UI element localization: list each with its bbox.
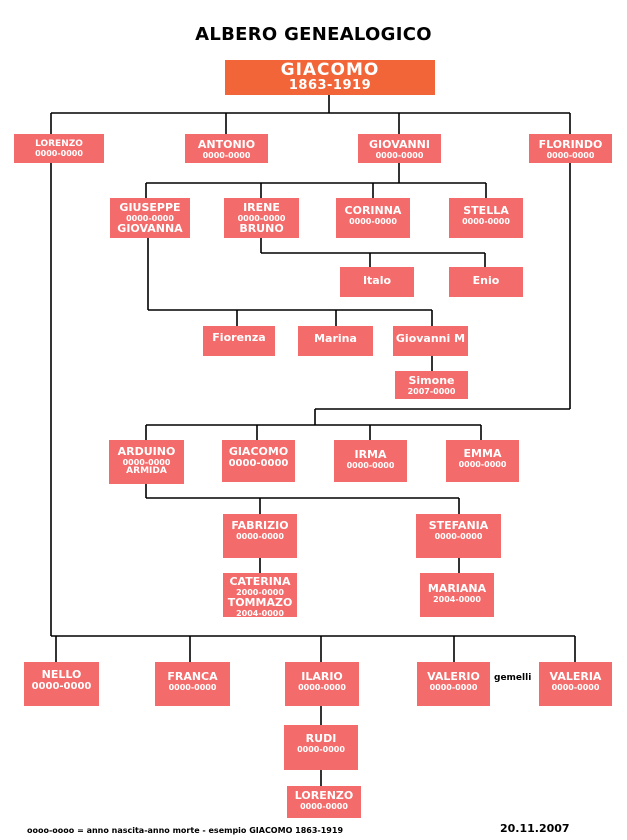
person-marina: Marina bbox=[298, 326, 373, 356]
person-giovanni: GIOVANNI 0000-0000 bbox=[358, 134, 441, 163]
person-name: NELLO bbox=[41, 668, 82, 681]
person-name: GIACOMO bbox=[280, 60, 380, 80]
person-dates: 0000-0000 bbox=[297, 745, 345, 754]
person-simone: Simone 2007-0000 bbox=[395, 371, 468, 399]
person-valeria: VALERIA 0000-0000 bbox=[539, 662, 612, 706]
person-dates: 0000-0000 bbox=[228, 458, 289, 469]
person-dates: 0000-0000 bbox=[298, 683, 346, 692]
page-title: ALBERO GENEALOGICO bbox=[195, 24, 432, 45]
person-name: CORINNA bbox=[344, 204, 402, 217]
person-fabrizio: FABRIZIO 0000-0000 bbox=[223, 514, 297, 558]
person-dates: 0000-0000 bbox=[434, 532, 483, 541]
person-dates: 0000-0000 bbox=[429, 683, 478, 692]
person-name: STEFANIA bbox=[428, 519, 489, 532]
person-rudi: RUDI 0000-0000 bbox=[284, 725, 358, 770]
person-dates: 0000-0000 bbox=[546, 151, 595, 160]
person-name: MARIANA bbox=[427, 582, 487, 595]
spouse-dates: 2004-0000 bbox=[236, 609, 284, 617]
person-caterina: CATERINA 2000-0000 TOMMAZO 2004-0000 bbox=[223, 573, 297, 617]
person-italo: Italo bbox=[340, 267, 414, 297]
person-name: EMMA bbox=[463, 447, 502, 460]
person-giuseppe: GIUSEPPE 0000-0000 GIOVANNA bbox=[110, 198, 190, 238]
person-dates: 0000-0000 bbox=[458, 460, 507, 469]
person-dates: 2000-0000 bbox=[236, 588, 284, 597]
person-name: Simone bbox=[408, 374, 455, 387]
person-name: STELLA bbox=[463, 204, 509, 217]
person-name: RUDI bbox=[305, 732, 337, 745]
person-dates: 0000-0000 bbox=[300, 802, 348, 811]
person-dates: 2007-0000 bbox=[407, 387, 456, 396]
person-dates: 1863-1919 bbox=[288, 78, 372, 93]
person-dates: 0000-0000 bbox=[346, 461, 395, 470]
person-name: IRMA bbox=[354, 448, 387, 461]
person-stella: STELLA 0000-0000 bbox=[449, 198, 523, 238]
person-giovanni-m: Giovanni M bbox=[393, 326, 468, 356]
person-ilario: ILARIO 0000-0000 bbox=[285, 662, 359, 706]
person-dates: 0000-0000 bbox=[122, 458, 171, 467]
person-antonio: ANTONIO 0000-0000 bbox=[185, 134, 268, 163]
person-dates: 0000-0000 bbox=[349, 217, 397, 226]
person-emma: EMMA 0000-0000 bbox=[446, 440, 519, 482]
person-giacomo-jr: GIACOMO 0000-0000 bbox=[222, 440, 295, 482]
person-franca: FRANCA 0000-0000 bbox=[155, 662, 230, 706]
person-dates: 0000-0000 bbox=[126, 214, 174, 223]
person-fiorenza: Fiorenza bbox=[203, 326, 275, 356]
person-corinna: CORINNA 0000-0000 bbox=[336, 198, 410, 238]
person-name: IRENE bbox=[243, 201, 280, 214]
person-name: FLORINDO bbox=[538, 138, 603, 151]
person-name: VALERIO bbox=[427, 670, 480, 683]
person-name: Fiorenza bbox=[212, 331, 266, 344]
person-name: CATERINA bbox=[229, 575, 291, 588]
person-dates: 0000-0000 bbox=[35, 149, 83, 158]
person-irma: IRMA 0000-0000 bbox=[334, 440, 407, 482]
person-stefania: STEFANIA 0000-0000 bbox=[416, 514, 501, 558]
person-irene: IRENE 0000-0000 BRUNO bbox=[224, 198, 299, 238]
twins-label: gemelli bbox=[494, 673, 532, 683]
person-dates: 0000-0000 bbox=[551, 683, 600, 692]
person-mariana: MARIANA 2004-0000 bbox=[420, 573, 494, 617]
person-name: FABRIZIO bbox=[231, 519, 289, 532]
document-date: 20.11.2007 bbox=[500, 822, 570, 835]
person-name: Italo bbox=[362, 274, 392, 287]
spouse-name: TOMMAZO bbox=[227, 596, 293, 609]
person-name: VALERIA bbox=[549, 670, 602, 683]
person-dates: 0000-0000 bbox=[236, 532, 284, 541]
person-dates: 0000-0000 bbox=[462, 217, 510, 226]
person-dates: 0000-0000 bbox=[375, 151, 424, 160]
person-name: LORENZO bbox=[35, 139, 83, 149]
person-name: FRANCA bbox=[167, 670, 218, 683]
person-name: LORENZO bbox=[294, 789, 354, 802]
person-dates: 0000-0000 bbox=[202, 151, 251, 160]
spouse-name: ARMIDA bbox=[126, 466, 167, 476]
person-name: ANTONIO bbox=[197, 138, 256, 151]
person-name: GIOVANNI bbox=[369, 138, 430, 151]
person-arduino: ARDUINO 0000-0000 ARMIDA bbox=[109, 440, 184, 484]
person-lorenzo: LORENZO 0000-0000 bbox=[14, 134, 104, 163]
legend-footnote: oooo-oooo = anno nascita-anno morte - es… bbox=[27, 826, 344, 835]
person-lorenzo-jr: LORENZO 0000-0000 bbox=[287, 786, 361, 818]
person-florindo: FLORINDO 0000-0000 bbox=[529, 134, 612, 163]
person-name: GIACOMO bbox=[228, 445, 289, 458]
person-name: GIUSEPPE bbox=[119, 201, 181, 214]
root-person-giacomo: GIACOMO 1863-1919 bbox=[225, 60, 435, 95]
person-dates: 0000-0000 bbox=[168, 683, 217, 692]
person-dates: 0000-0000 bbox=[237, 214, 286, 223]
person-name: Giovanni M bbox=[395, 332, 466, 345]
person-name: ILARIO bbox=[301, 670, 343, 683]
person-name: ARDUINO bbox=[117, 445, 176, 458]
person-valerio: VALERIO 0000-0000 bbox=[417, 662, 490, 706]
person-dates: 0000-0000 bbox=[31, 681, 92, 692]
person-dates: 2004-0000 bbox=[433, 595, 481, 604]
person-name: Enio bbox=[472, 274, 500, 287]
person-enio: Enio bbox=[449, 267, 523, 297]
spouse-name: BRUNO bbox=[239, 222, 284, 235]
person-nello: NELLO 0000-0000 bbox=[24, 662, 99, 706]
person-name: Marina bbox=[314, 332, 357, 345]
spouse-name: GIOVANNA bbox=[117, 222, 183, 235]
